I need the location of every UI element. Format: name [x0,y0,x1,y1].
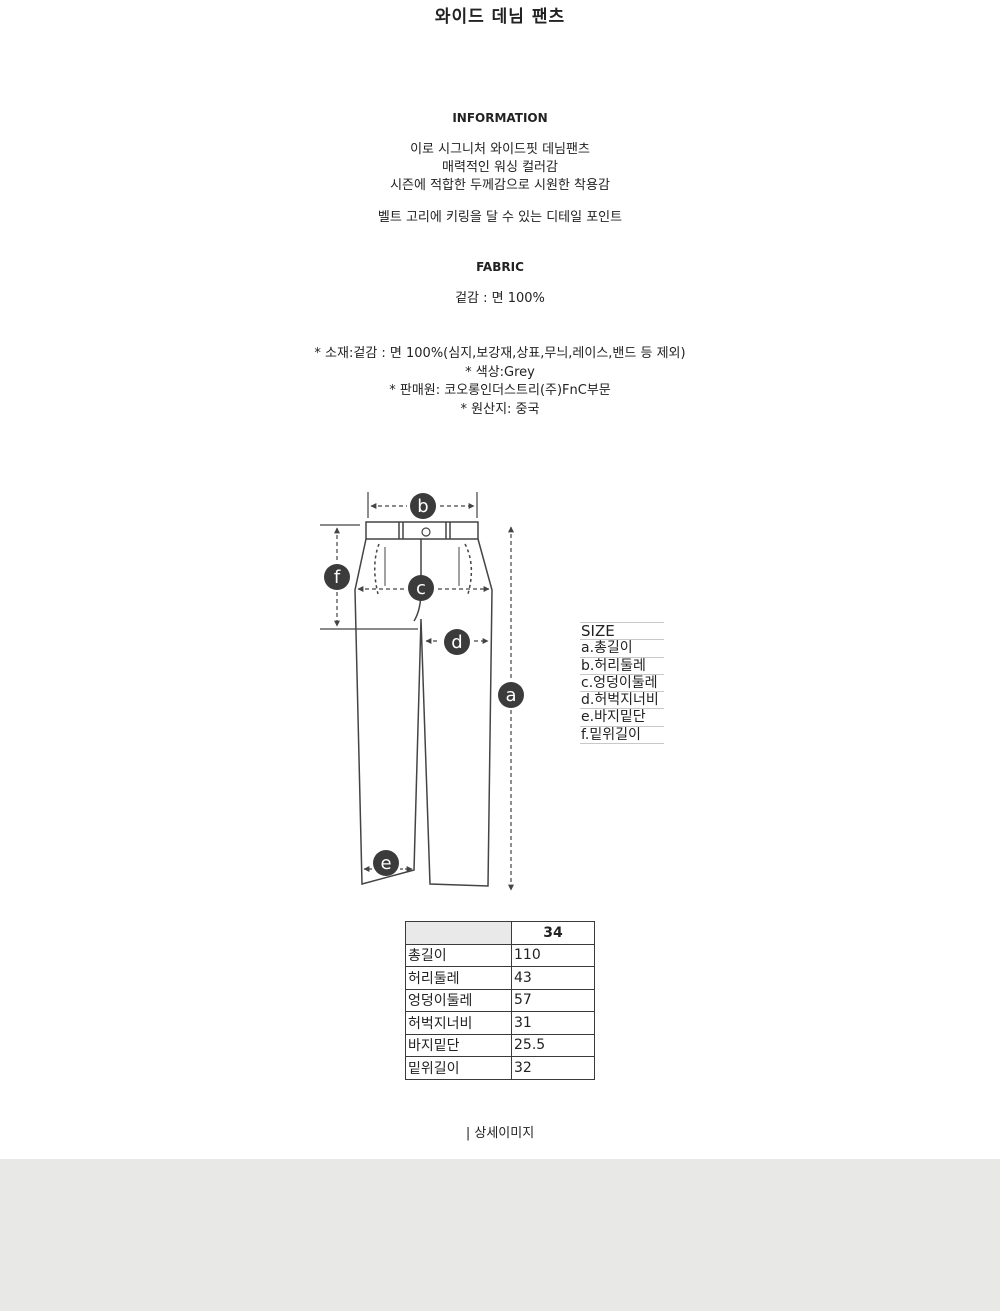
measure-badge-c: c [408,575,434,601]
table-row: 허벅지너비 31 [405,1011,595,1035]
size-legend: SIZE a.총길이 b.허리둘레 c.엉덩이둘레 d.허벅지너비 e.바지밑단… [580,622,664,745]
size-table-label: 밑위길이 [405,1056,512,1080]
size-table-size-header: 34 [511,921,595,945]
size-table-value: 31 [511,1011,595,1035]
table-row: 엉덩이둘레 57 [405,988,595,1012]
measure-badge-a: a [498,682,524,708]
measure-badge-d: d [444,629,470,655]
information-line: 매력적인 워싱 컬러감 [442,160,558,175]
size-table-header: 34 [405,921,595,945]
size-table-label: 엉덩이둘레 [405,988,512,1012]
detail-image-label: | 상세이미지 [465,1126,535,1141]
size-legend-item: f.밑위길이 [580,727,664,745]
bottom-band [0,1159,1000,1311]
table-row: 바지밑단 25.5 [405,1033,595,1057]
information-extra: 벨트 고리에 키링을 달 수 있는 디테일 포인트 [377,210,623,225]
pants-measurement-diagram: b c d a f e [320,492,524,891]
table-row: 밑위길이 32 [405,1056,595,1080]
size-legend-item: a.총길이 [580,640,664,658]
fabric-text: 겉감 : 면 100% [455,291,545,306]
size-legend-heading: SIZE [580,622,664,641]
measure-badge-e: e [373,850,399,876]
measure-badge-f: f [324,564,350,590]
pants-outline [354,521,493,887]
size-table-label: 바지밑단 [405,1033,512,1057]
information-heading: INFORMATION [452,111,548,125]
table-row: 허리둘레 43 [405,966,595,990]
fabric-heading: FABRIC [476,260,524,274]
size-table-label: 총길이 [405,943,512,967]
size-table-value: 32 [511,1056,595,1080]
svg-text:c: c [416,578,426,599]
table-row: 총길이 110 [405,943,595,967]
information-line: 시즌에 적합한 두께감으로 시원한 착용감 [390,178,610,193]
spec-origin: * 원산지: 중국 [460,402,540,417]
size-table-label: 허리둘레 [405,966,512,990]
measure-lines [320,492,514,891]
size-legend-item: d.허벅지너비 [580,692,664,710]
measure-badge-b: b [410,493,436,519]
page-title: 와이드 데님 팬츠 [434,7,566,27]
size-table-value: 25.5 [511,1033,595,1057]
spec-color: * 색상:Grey [465,365,535,380]
size-legend-item: e.바지밑단 [580,709,664,727]
svg-text:b: b [417,496,428,517]
size-table: 34 총길이 110 허리둘레 43 엉덩이둘레 57 허벅지너비 31 바지밑… [405,921,595,1080]
size-table-label: 허벅지너비 [405,1011,512,1035]
size-table-value: 110 [511,943,595,967]
size-legend-item: c.엉덩이둘레 [580,675,664,693]
size-table-corner [405,921,512,945]
size-legend-item: b.허리둘레 [580,658,664,675]
spec-material: * 소재:겉감 : 면 100%(심지,보강재,상표,무늬,레이스,밴드 등 제… [314,346,686,361]
size-table-value: 43 [511,966,595,990]
svg-text:f: f [334,567,341,588]
svg-text:d: d [451,632,462,653]
svg-text:a: a [505,685,516,706]
size-table-value: 57 [511,988,595,1012]
information-line: 이로 시그니처 와이드핏 데님팬츠 [410,142,590,157]
svg-text:e: e [380,853,391,874]
spec-seller: * 판매원: 코오롱인더스트리(주)FnC부문 [389,383,611,398]
